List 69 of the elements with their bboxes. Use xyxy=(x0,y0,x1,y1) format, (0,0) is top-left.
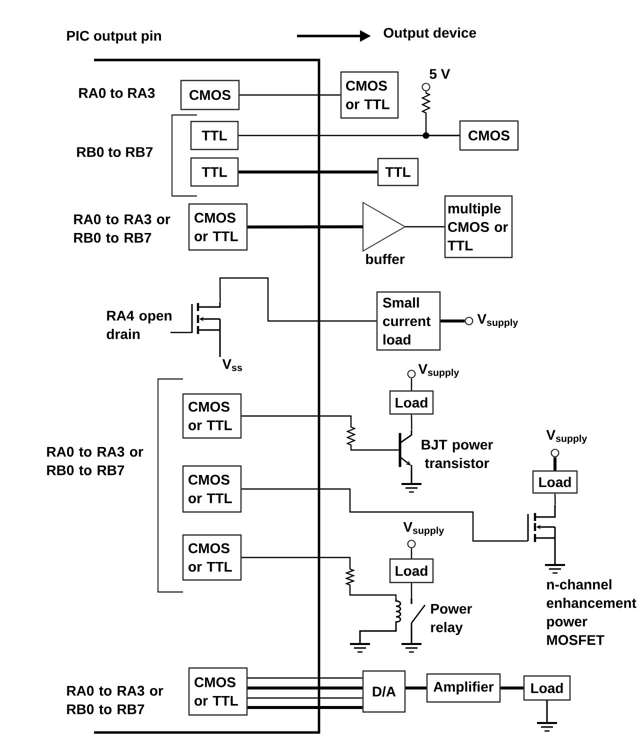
wire xyxy=(242,488,528,542)
component-box: Amplifier xyxy=(426,673,501,703)
wire xyxy=(248,686,362,690)
wire xyxy=(440,320,465,322)
wire xyxy=(238,134,460,136)
terminal-circle xyxy=(550,448,560,458)
pin-label: RA0 to RA3 or RB0 to RB7 xyxy=(74,214,170,243)
wire xyxy=(248,697,362,699)
component-label: buffer xyxy=(366,254,405,264)
terminal-circle xyxy=(407,540,416,548)
component-label: BJT power transistor xyxy=(422,440,493,468)
wire xyxy=(170,332,192,334)
wire xyxy=(248,677,362,679)
component-box: Load xyxy=(532,470,578,494)
wire xyxy=(410,583,412,598)
wire xyxy=(405,226,444,228)
wire xyxy=(500,686,524,690)
component-box: CMOS or TTL xyxy=(188,667,248,716)
pin-label: RB0 to RB7 xyxy=(77,147,153,157)
component-box: TTL xyxy=(190,157,239,187)
wire xyxy=(242,415,398,451)
wire xyxy=(554,494,556,505)
wire xyxy=(406,686,426,690)
transistor-symbol xyxy=(527,505,556,548)
wire xyxy=(410,378,412,390)
terminal-circle xyxy=(422,82,430,92)
voltage-label: V$_{supply}$ xyxy=(403,522,444,536)
voltage-label: V$_{supply}$ xyxy=(546,430,588,444)
wire xyxy=(238,170,378,174)
wire xyxy=(248,225,363,228)
voltage-label: 5 V xyxy=(430,69,450,79)
component-box: CMOS xyxy=(180,80,240,110)
relay-symbol xyxy=(395,598,426,628)
transistor-symbol xyxy=(398,430,412,470)
component-box: TTL xyxy=(190,120,239,150)
component-box: D/A xyxy=(362,670,406,713)
pin-label: RA0 to RA3 or RB0 to RB7 xyxy=(67,686,164,714)
component-label: n-channel enhancement power MOSFET xyxy=(546,579,636,645)
component-box: CMOS or TTL xyxy=(182,393,242,439)
voltage-label: V$_{ss}$ xyxy=(222,359,242,372)
voltage-label: V$_{supply}$ xyxy=(477,314,518,328)
component-box: CMOS or TTL xyxy=(182,534,242,581)
component-box: Small current load xyxy=(376,291,441,351)
column-heading: Output device xyxy=(384,27,476,41)
wire xyxy=(240,94,340,96)
component-box: Load xyxy=(523,675,571,701)
wire xyxy=(219,277,376,322)
voltage-label: V$_{supply}$ xyxy=(418,364,460,378)
component-box: TTL xyxy=(377,158,419,186)
wire xyxy=(410,548,412,558)
pin-label: RA0 to RA3 or RB0 to RB7 xyxy=(47,446,144,476)
component-box: CMOS or TTL xyxy=(188,203,248,251)
wire xyxy=(248,706,362,709)
terminal-circle xyxy=(464,316,474,326)
pin-label: RA0 to RA3 xyxy=(79,88,155,98)
component-box: Load xyxy=(389,558,434,584)
component-box: Load xyxy=(389,390,434,415)
wire xyxy=(242,556,397,598)
component-box: CMOS xyxy=(459,120,519,151)
component-box: CMOS or TTL xyxy=(340,71,399,119)
column-heading: PIC output pin xyxy=(67,30,161,44)
component-label: Power relay xyxy=(431,604,472,636)
wire xyxy=(410,414,412,430)
component-box: CMOS or TTL xyxy=(182,465,242,513)
terminal-circle xyxy=(407,370,416,378)
transistor-symbol xyxy=(191,302,221,357)
component-box: multiple CMOS or TTL xyxy=(444,195,513,258)
pin-label: RA4 open drain xyxy=(106,310,172,340)
wire xyxy=(554,457,556,470)
